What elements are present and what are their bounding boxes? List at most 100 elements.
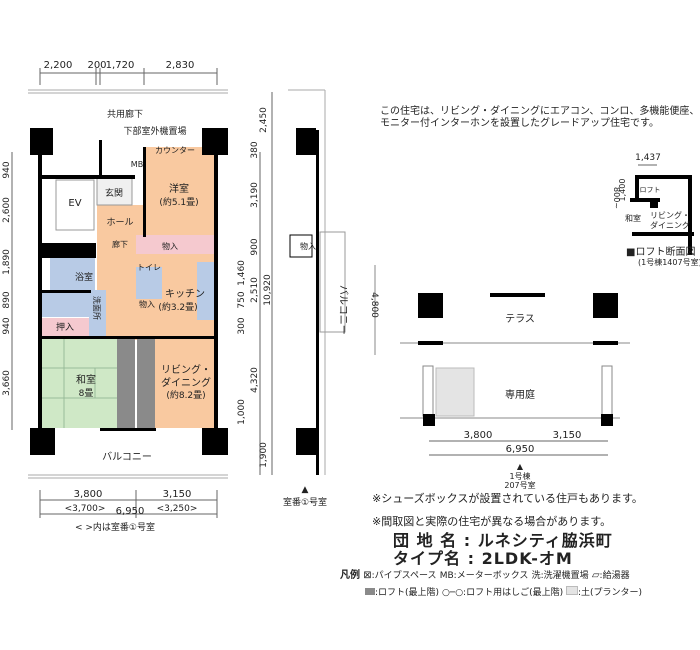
up-arrow-icon: ▲ — [517, 462, 524, 471]
terrace-dim-total: 6,950 — [506, 444, 535, 455]
loft-japanese-label: 和室 — [625, 213, 641, 223]
loft-height-min: 800~ — [612, 187, 621, 209]
washroom-label: 洗面所 — [92, 296, 102, 320]
loft-label: ロフト — [640, 186, 661, 194]
legend-row-2: :ロフト(最上階) ○─○:ロフト用はしご(最上階) :土(プランター) — [365, 586, 642, 599]
outdoor-unit-label: 下部室外機置場 — [123, 125, 186, 137]
dim-left-4: 890 — [2, 291, 12, 308]
type-name-label: タイプ名 — [393, 549, 462, 568]
terrace-depth-dim: 4,800 — [369, 292, 379, 318]
western-room-area — [145, 147, 215, 235]
walls — [30, 128, 228, 455]
up-arrow-icon: ▲ — [302, 485, 309, 495]
dim-top-2: 200 — [87, 60, 106, 71]
section-room-label: 室番①号室 — [283, 496, 327, 508]
legend-loft: :ロフト(最上階) — [375, 588, 440, 598]
left-dims: 940 2,600 1,890 890 940 3,660 — [2, 161, 12, 396]
bracket-note: < >内は室番①号室 — [75, 521, 155, 533]
private-garden-label: 専用庭 — [505, 388, 535, 401]
terrace-dim-2: 3,150 — [553, 430, 582, 441]
storage-label-kitchen: 物入 — [139, 299, 155, 309]
description-line-1: この住宅は、リビング・ダイニングにエアコン、コンロ、多機能便座、 — [380, 106, 700, 117]
entrance-label: 玄関 — [105, 187, 123, 199]
pipe-space-icon: ⊠ — [363, 570, 372, 581]
dim-right-8: 4,320 — [250, 367, 260, 393]
dim-left-3: 1,890 — [2, 249, 12, 275]
ev-label: EV — [68, 198, 81, 209]
top-dimension-lines — [11, 68, 273, 518]
loft-section-diagram — [630, 164, 694, 255]
dim-right-4: 900 — [250, 238, 260, 255]
legend-pipe-space: :パイプスペース — [371, 571, 437, 581]
section-view — [288, 89, 346, 475]
storage-label: 物入 — [162, 241, 178, 251]
western-room-label: 洋室 — [169, 182, 189, 195]
legend-row-1: 凡例 ⊠:パイプスペース MB:メーターボックス 洗:洗濯機置場 ▱:給湯器 — [340, 570, 630, 582]
dim-right-9: 1,000 — [237, 399, 247, 425]
kitchen-counter — [197, 262, 215, 320]
terrace-label: テラス — [505, 313, 535, 325]
section-storage-label: 物入 — [300, 241, 316, 251]
section-balcony-label: バルコニー — [337, 285, 349, 335]
complex-name-value: ルネシティ脇浜町 — [477, 531, 613, 550]
type-name-value: 2LDK-オM — [481, 549, 573, 568]
separator: : — [467, 549, 475, 568]
hallway-label: 廊下 — [112, 239, 128, 249]
tatami-lines — [41, 338, 117, 428]
dim-right-5: 1,460 — [237, 260, 247, 286]
hall-label: ホール — [106, 217, 133, 228]
living-label: リビング・ — [161, 363, 211, 376]
loft-width-dim: 1,437 — [635, 153, 661, 163]
dim-bottom-alt-1: <3,700> — [65, 504, 106, 514]
entrance-area — [96, 177, 133, 206]
laundry-area — [41, 293, 89, 317]
japanese-room-area — [41, 338, 117, 428]
description-line-2: モニター付インターホンを設置したグレードアップ住宅です。 — [380, 118, 659, 129]
japanese-room-size: 8畳 — [79, 388, 94, 399]
dim-right-2: 380 — [250, 141, 260, 158]
description: この住宅は、リビング・ダイニングにエアコン、コンロ、多機能便座、 モニター付イン… — [380, 106, 699, 130]
dim-right-7: 300 — [237, 317, 247, 334]
bath-area — [50, 258, 95, 290]
living-size: (約8.2畳) — [166, 389, 205, 401]
toilet-label: トイレ — [137, 263, 161, 272]
washroom-area — [89, 290, 106, 338]
terrace-dim-1: 3,800 — [464, 430, 493, 441]
counter-label: カウンター — [155, 146, 195, 155]
bath-label: 浴室 — [75, 271, 93, 283]
balcony-label: バルコニー — [102, 451, 152, 463]
dim-left-1: 940 — [2, 161, 12, 178]
loft-height-dim: 1,400 — [618, 179, 627, 202]
complex-row: 団 地 名 : ルネシティ脇浜町 — [393, 531, 613, 550]
note-shoebox: ※シューズボックスが設置されている住戸もあります。 — [372, 492, 643, 505]
legend-soil: :土(プランター) — [578, 588, 643, 598]
dim-left-2: 2,600 — [2, 197, 12, 223]
dim-top-3: 1,720 — [106, 60, 135, 71]
dim-right-6: 750 — [237, 291, 247, 308]
dim-right-10: 1,900 — [259, 442, 269, 468]
japanese-room-label: 和室 — [76, 373, 96, 386]
terrace-plan — [374, 265, 630, 456]
western-room-size: (約5.1畳) — [159, 196, 198, 208]
kitchen-label: キッチン — [165, 288, 205, 300]
water-heater-icon: ▱ — [591, 570, 600, 581]
loft-zone-1 — [117, 338, 135, 428]
legend-washer: 洗:洗濯機置場 — [531, 571, 589, 581]
dim-left-5: 940 — [2, 317, 12, 334]
storage-row — [136, 235, 214, 254]
terrace-room: 207号室 — [504, 480, 535, 490]
dim-bottom-1: 3,800 — [74, 489, 103, 500]
legend-meter-box: MB:メーターボックス — [439, 571, 529, 581]
terrace-building: 1号棟 — [509, 471, 530, 481]
separator: : — [463, 531, 472, 550]
dim-total-width: 6,950 — [116, 506, 145, 517]
loft-title: ■ロフト断面図 — [626, 245, 695, 258]
type-row: タイプ名 : 2LDK-オM — [393, 549, 573, 568]
loft-subtitle: (1号棟1407号室) — [638, 257, 700, 267]
complex-name-label: 団 地 名 — [393, 531, 458, 550]
dim-left-6: 3,660 — [2, 370, 12, 396]
dim-top-4: 2,830 — [166, 60, 195, 71]
dim-right-11: 2,510 — [250, 277, 260, 303]
dim-top-1: 2,200 — [44, 60, 73, 71]
